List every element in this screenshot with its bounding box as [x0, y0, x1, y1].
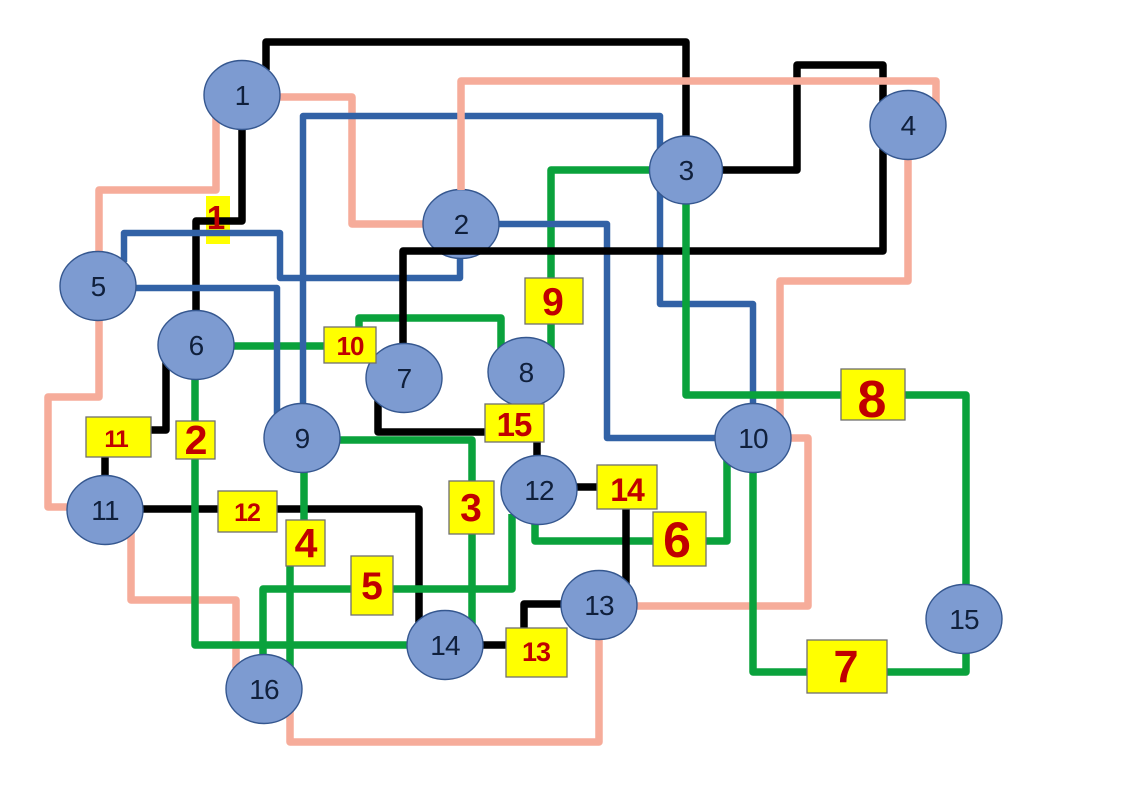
svg-text:2: 2 [454, 209, 469, 240]
svg-text:16: 16 [249, 674, 279, 705]
svg-text:3: 3 [460, 487, 482, 530]
svg-text:2: 2 [185, 417, 208, 463]
svg-text:8: 8 [519, 357, 534, 388]
svg-text:10: 10 [738, 423, 768, 454]
svg-text:10: 10 [337, 331, 364, 361]
svg-text:12: 12 [524, 475, 554, 506]
svg-text:12: 12 [234, 499, 260, 527]
svg-text:9: 9 [542, 281, 564, 324]
svg-text:15: 15 [497, 406, 532, 443]
svg-text:5: 5 [361, 565, 383, 608]
svg-text:6: 6 [663, 512, 691, 568]
svg-text:1: 1 [235, 80, 250, 111]
svg-text:11: 11 [104, 426, 128, 453]
svg-text:14: 14 [430, 630, 460, 661]
svg-text:13: 13 [584, 590, 614, 621]
svg-text:1: 1 [207, 199, 225, 236]
svg-text:11: 11 [91, 495, 119, 526]
svg-text:3: 3 [679, 155, 694, 186]
svg-text:6: 6 [189, 330, 204, 361]
svg-text:13: 13 [522, 637, 551, 667]
svg-text:7: 7 [833, 641, 858, 692]
svg-text:8: 8 [858, 371, 887, 429]
svg-text:14: 14 [610, 472, 645, 508]
svg-text:4: 4 [901, 110, 916, 141]
svg-text:9: 9 [295, 423, 310, 454]
svg-text:5: 5 [91, 271, 106, 302]
svg-text:7: 7 [397, 363, 412, 394]
svg-text:15: 15 [949, 604, 979, 635]
svg-text:4: 4 [295, 520, 318, 566]
